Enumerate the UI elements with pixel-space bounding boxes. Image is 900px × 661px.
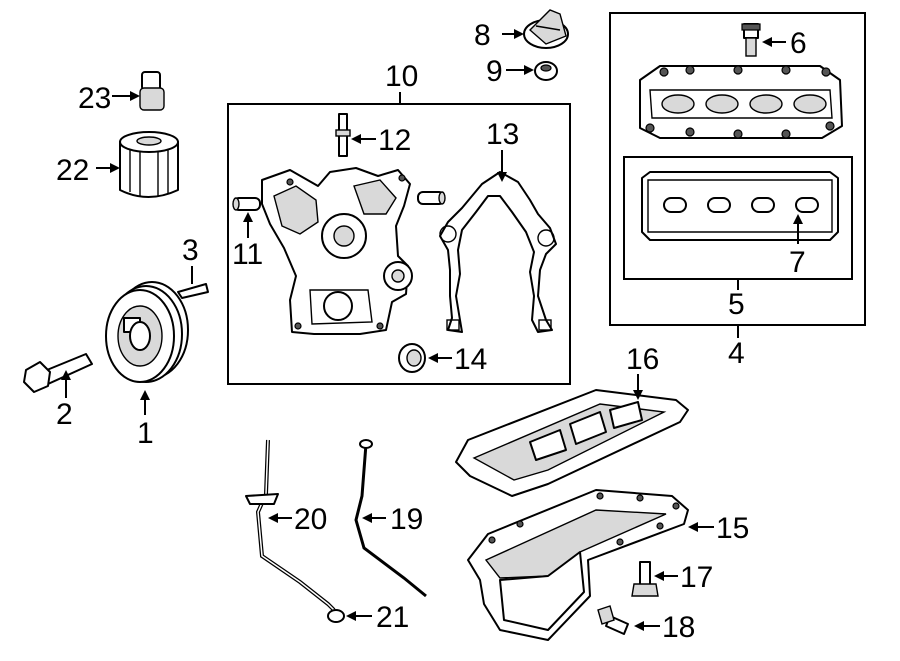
callout-10: 10 [385,60,418,93]
drain-plug-part [631,561,659,597]
callout-2: 2 [56,398,73,431]
callout-17: 17 [680,561,713,594]
callout-19: 19 [390,503,423,536]
callout-22: 22 [56,154,89,187]
callout-12: 12 [378,124,411,157]
callout-9: 9 [486,55,503,88]
callout-14: 14 [454,343,487,376]
callout-11: 11 [232,238,263,271]
callout-23: 23 [78,82,111,115]
sensor-part [741,23,761,57]
callout-6: 6 [790,27,807,60]
callout-21: 21 [376,601,409,634]
dowel-part [232,191,446,211]
grommet-part [534,61,558,81]
timing-cover-group-box [227,103,571,385]
callout-16: 16 [626,343,659,376]
callout-13: 13 [486,118,519,151]
callout-4: 4 [728,337,745,370]
damper-bolt-part [23,353,93,393]
front-seal-part [398,343,426,373]
callout-8: 8 [474,19,491,52]
dipstick-part [354,439,427,598]
callout-1: 1 [137,417,154,450]
callout-18: 18 [662,611,695,644]
callout-3: 3 [182,234,199,267]
stud-part [335,113,351,157]
oil-filter-part [119,131,179,198]
dipstick-tube-part [245,439,336,612]
callout-5: 5 [728,288,745,321]
oil-pan-gasket-part [455,389,689,497]
callout-7: 7 [789,246,806,279]
damper-pulley-part [105,281,189,383]
callout-20: 20 [294,503,327,536]
oil-cap-part [523,9,569,49]
callout-15: 15 [716,512,749,545]
valve-cover-gasket-part [641,171,839,241]
oil-sender-part [139,71,165,111]
oil-pan-part [467,489,689,641]
o-ring-part [327,609,345,623]
timing-cover-gasket-part [439,171,557,333]
valve-cover-part [639,65,843,139]
pan-bolt-part [597,605,629,635]
timing-cover-part [261,167,413,335]
key-part [177,283,209,299]
